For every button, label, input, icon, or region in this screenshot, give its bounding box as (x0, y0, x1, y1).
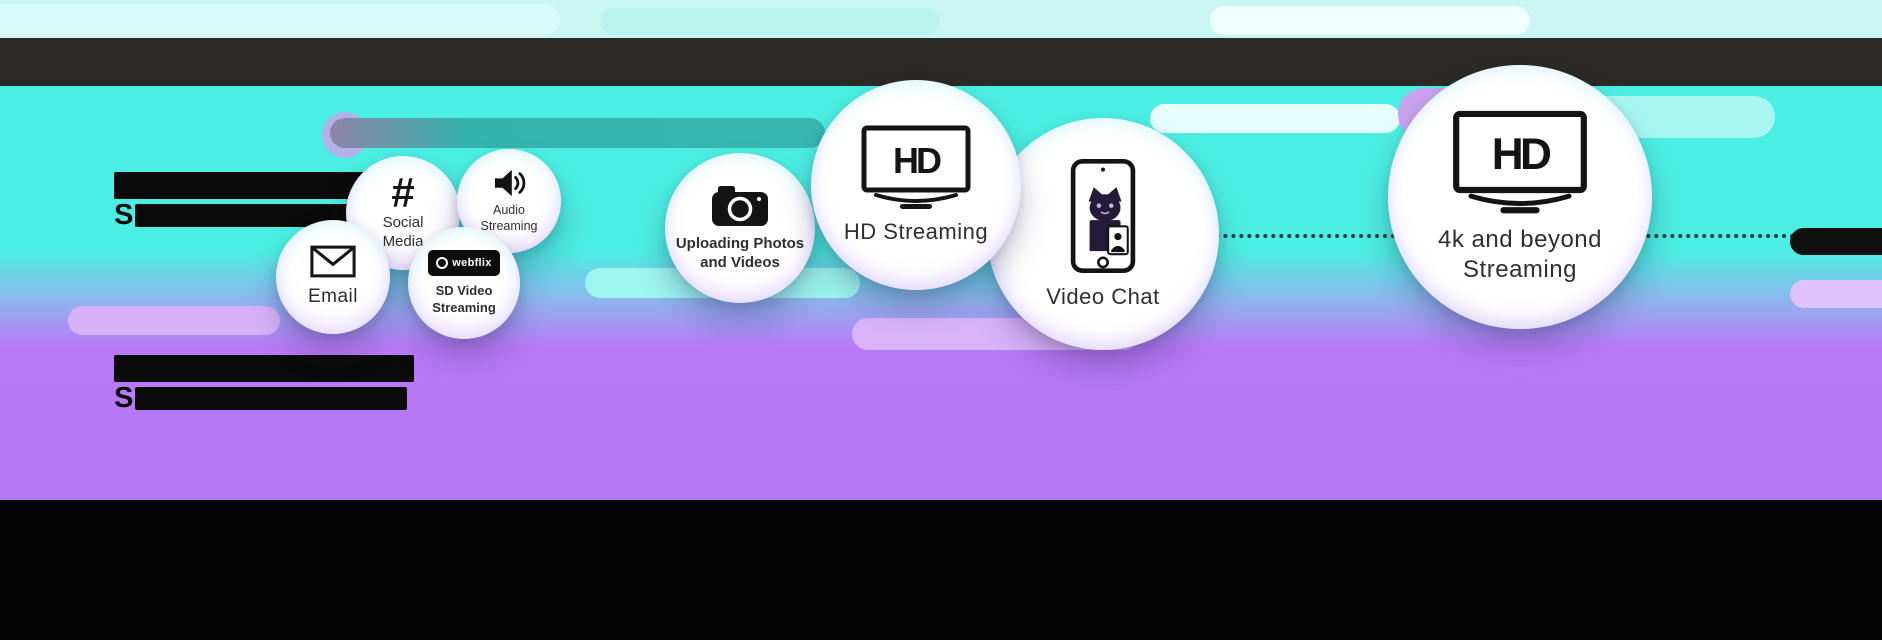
hash-icon: # (391, 169, 415, 217)
webflix-badge-icon: webflix (428, 250, 500, 277)
decor-pill-teal (330, 118, 825, 148)
bubble-label: Email (307, 286, 358, 308)
bubble-sd-video-streaming: webflix SD Video Streaming (408, 227, 520, 339)
bubble-label: Social Media (382, 214, 424, 250)
hd-logo-text: HD (893, 140, 941, 181)
redacted-bar (135, 387, 408, 410)
bubble-label: 4k and beyond Streaming (1438, 226, 1602, 283)
header-bar (0, 38, 1882, 86)
decor-pill-top-mid (600, 8, 940, 35)
bubble-hd-streaming: HD HD Streaming (811, 80, 1021, 290)
decor-pill-black-right-edge (1790, 228, 1882, 255)
bubble-4k-streaming: HD 4k and beyond Streaming (1388, 65, 1652, 329)
bubble-label: Audio Streaming (480, 202, 538, 233)
webflix-logo-ring (436, 257, 449, 270)
tv-hd-icon: HD (861, 125, 971, 210)
decor-pill-lavender-right-edge (1790, 280, 1882, 308)
webflix-logo-text: webflix (452, 257, 492, 270)
hd-logo-text: HD (1492, 130, 1551, 179)
bubble-label: Uploading Photos and Videos (675, 235, 805, 271)
bubble-label: Video Chat (1046, 284, 1160, 310)
decor-pill-lavender-left (68, 306, 280, 335)
bubble-email: Email (276, 220, 390, 334)
bubble-video-chat: Video Chat (987, 118, 1219, 350)
decor-pill-white (1150, 104, 1400, 133)
redacted-text-prefix: S (114, 382, 134, 414)
decor-pill-top-right (1210, 6, 1530, 35)
camera-icon (712, 186, 768, 227)
speaker-icon (494, 169, 526, 196)
redacted-heading-bottom (114, 355, 414, 382)
decor-pill-top-left (0, 4, 560, 36)
envelope-icon (310, 245, 356, 278)
bubble-label: SD Video Streaming (432, 283, 496, 315)
redacted-text-prefix: S (114, 199, 134, 231)
footer-bar (0, 500, 1882, 640)
tv-hd-icon: HD (1453, 110, 1587, 214)
phone-video-chat-icon (1070, 159, 1136, 274)
bubble-uploading-photos: Uploading Photos and Videos (665, 153, 815, 303)
bubble-label: HD Streaming (843, 219, 989, 245)
redacted-subheading-bottom: S (114, 382, 408, 414)
